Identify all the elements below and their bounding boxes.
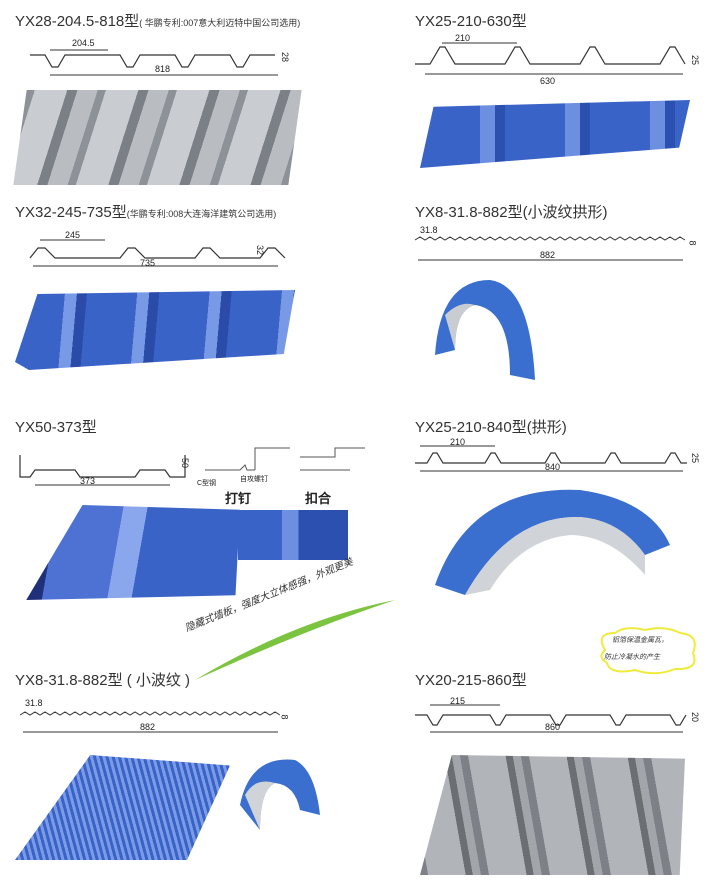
width-label: 818 — [155, 64, 171, 74]
height-label: 50 — [180, 457, 191, 469]
pitch-label: 204.5 — [72, 38, 95, 48]
product-image-blue-panel — [15, 290, 295, 370]
pitch-label: 210 — [450, 437, 466, 447]
product-image-joint — [238, 510, 348, 560]
width-label: 882 — [140, 722, 156, 732]
cloud-text-2: 防止冷凝水的产生 — [604, 653, 660, 661]
width-label: 630 — [540, 76, 556, 86]
height-label: 8 — [279, 714, 290, 720]
pitch-label: 31.8 — [420, 225, 438, 235]
profile-diagram — [29, 239, 286, 267]
width-label: 860 — [545, 722, 561, 732]
product-image-silver-panel — [13, 90, 302, 185]
pitch-label: 215 — [450, 696, 466, 706]
product-image-arch — [435, 280, 535, 380]
profile-diagram — [415, 704, 687, 733]
width-label: 735 — [140, 258, 156, 268]
product-image-wall-panel — [26, 505, 240, 600]
panel-title: YX25-210-840型(拱形) — [415, 419, 567, 436]
pitch-label: 31.8 — [25, 698, 43, 708]
profile-diagram — [414, 236, 686, 261]
profile-diagram — [415, 42, 686, 75]
product-image-corrugated — [15, 755, 230, 860]
profile-diagram — [415, 445, 687, 472]
nail-joint-diagram — [205, 447, 365, 471]
product-image-blue-panel — [420, 100, 690, 168]
green-brush-stroke — [195, 600, 395, 680]
screw-label: 自攻螺钉 — [240, 476, 268, 483]
pitch-label: 245 — [65, 230, 81, 240]
cloud-text-1: 铝箔保温金属瓦， — [612, 636, 668, 644]
nail-caption: 打钉 — [225, 491, 252, 506]
height-label: 32 — [255, 244, 266, 256]
height-label: 28 — [280, 51, 291, 63]
panel-title: YX28-204.5-818型( 华鹏专利:007意大利迈特中国公司选用) — [15, 13, 301, 30]
height-label: 25 — [690, 452, 701, 464]
profile-diagram — [30, 49, 278, 76]
c-steel-label: C型钢 — [197, 480, 217, 487]
width-label: 373 — [80, 476, 96, 486]
profile-diagram — [19, 455, 186, 486]
width-label: 882 — [540, 250, 556, 260]
product-image-arch — [240, 759, 320, 830]
profile-diagram — [19, 711, 281, 733]
pitch-label: 210 — [455, 33, 471, 43]
panel-title: YX20-215-860型 — [415, 672, 527, 689]
product-image-silver-panel — [420, 755, 685, 875]
height-label: 8 — [687, 240, 698, 246]
width-label: 840 — [545, 462, 561, 472]
panel-title: YX50-373型 — [15, 419, 97, 436]
panel-title: YX32-245-735型(华鹏专利:008大连海洋建筑公司选用) — [15, 204, 277, 221]
cloud-bubble — [600, 627, 696, 675]
height-label: 25 — [690, 54, 701, 66]
height-label: 20 — [690, 711, 701, 723]
panel-title: YX8-31.8-882型 ( 小波纹 ) — [15, 672, 191, 689]
lock-caption: 扣合 — [305, 491, 332, 506]
panel-title: YX25-210-630型 — [415, 13, 527, 30]
product-image-arch — [435, 489, 670, 595]
panel-title: YX8-31.8-882型(小波纹拱形) — [415, 204, 608, 221]
